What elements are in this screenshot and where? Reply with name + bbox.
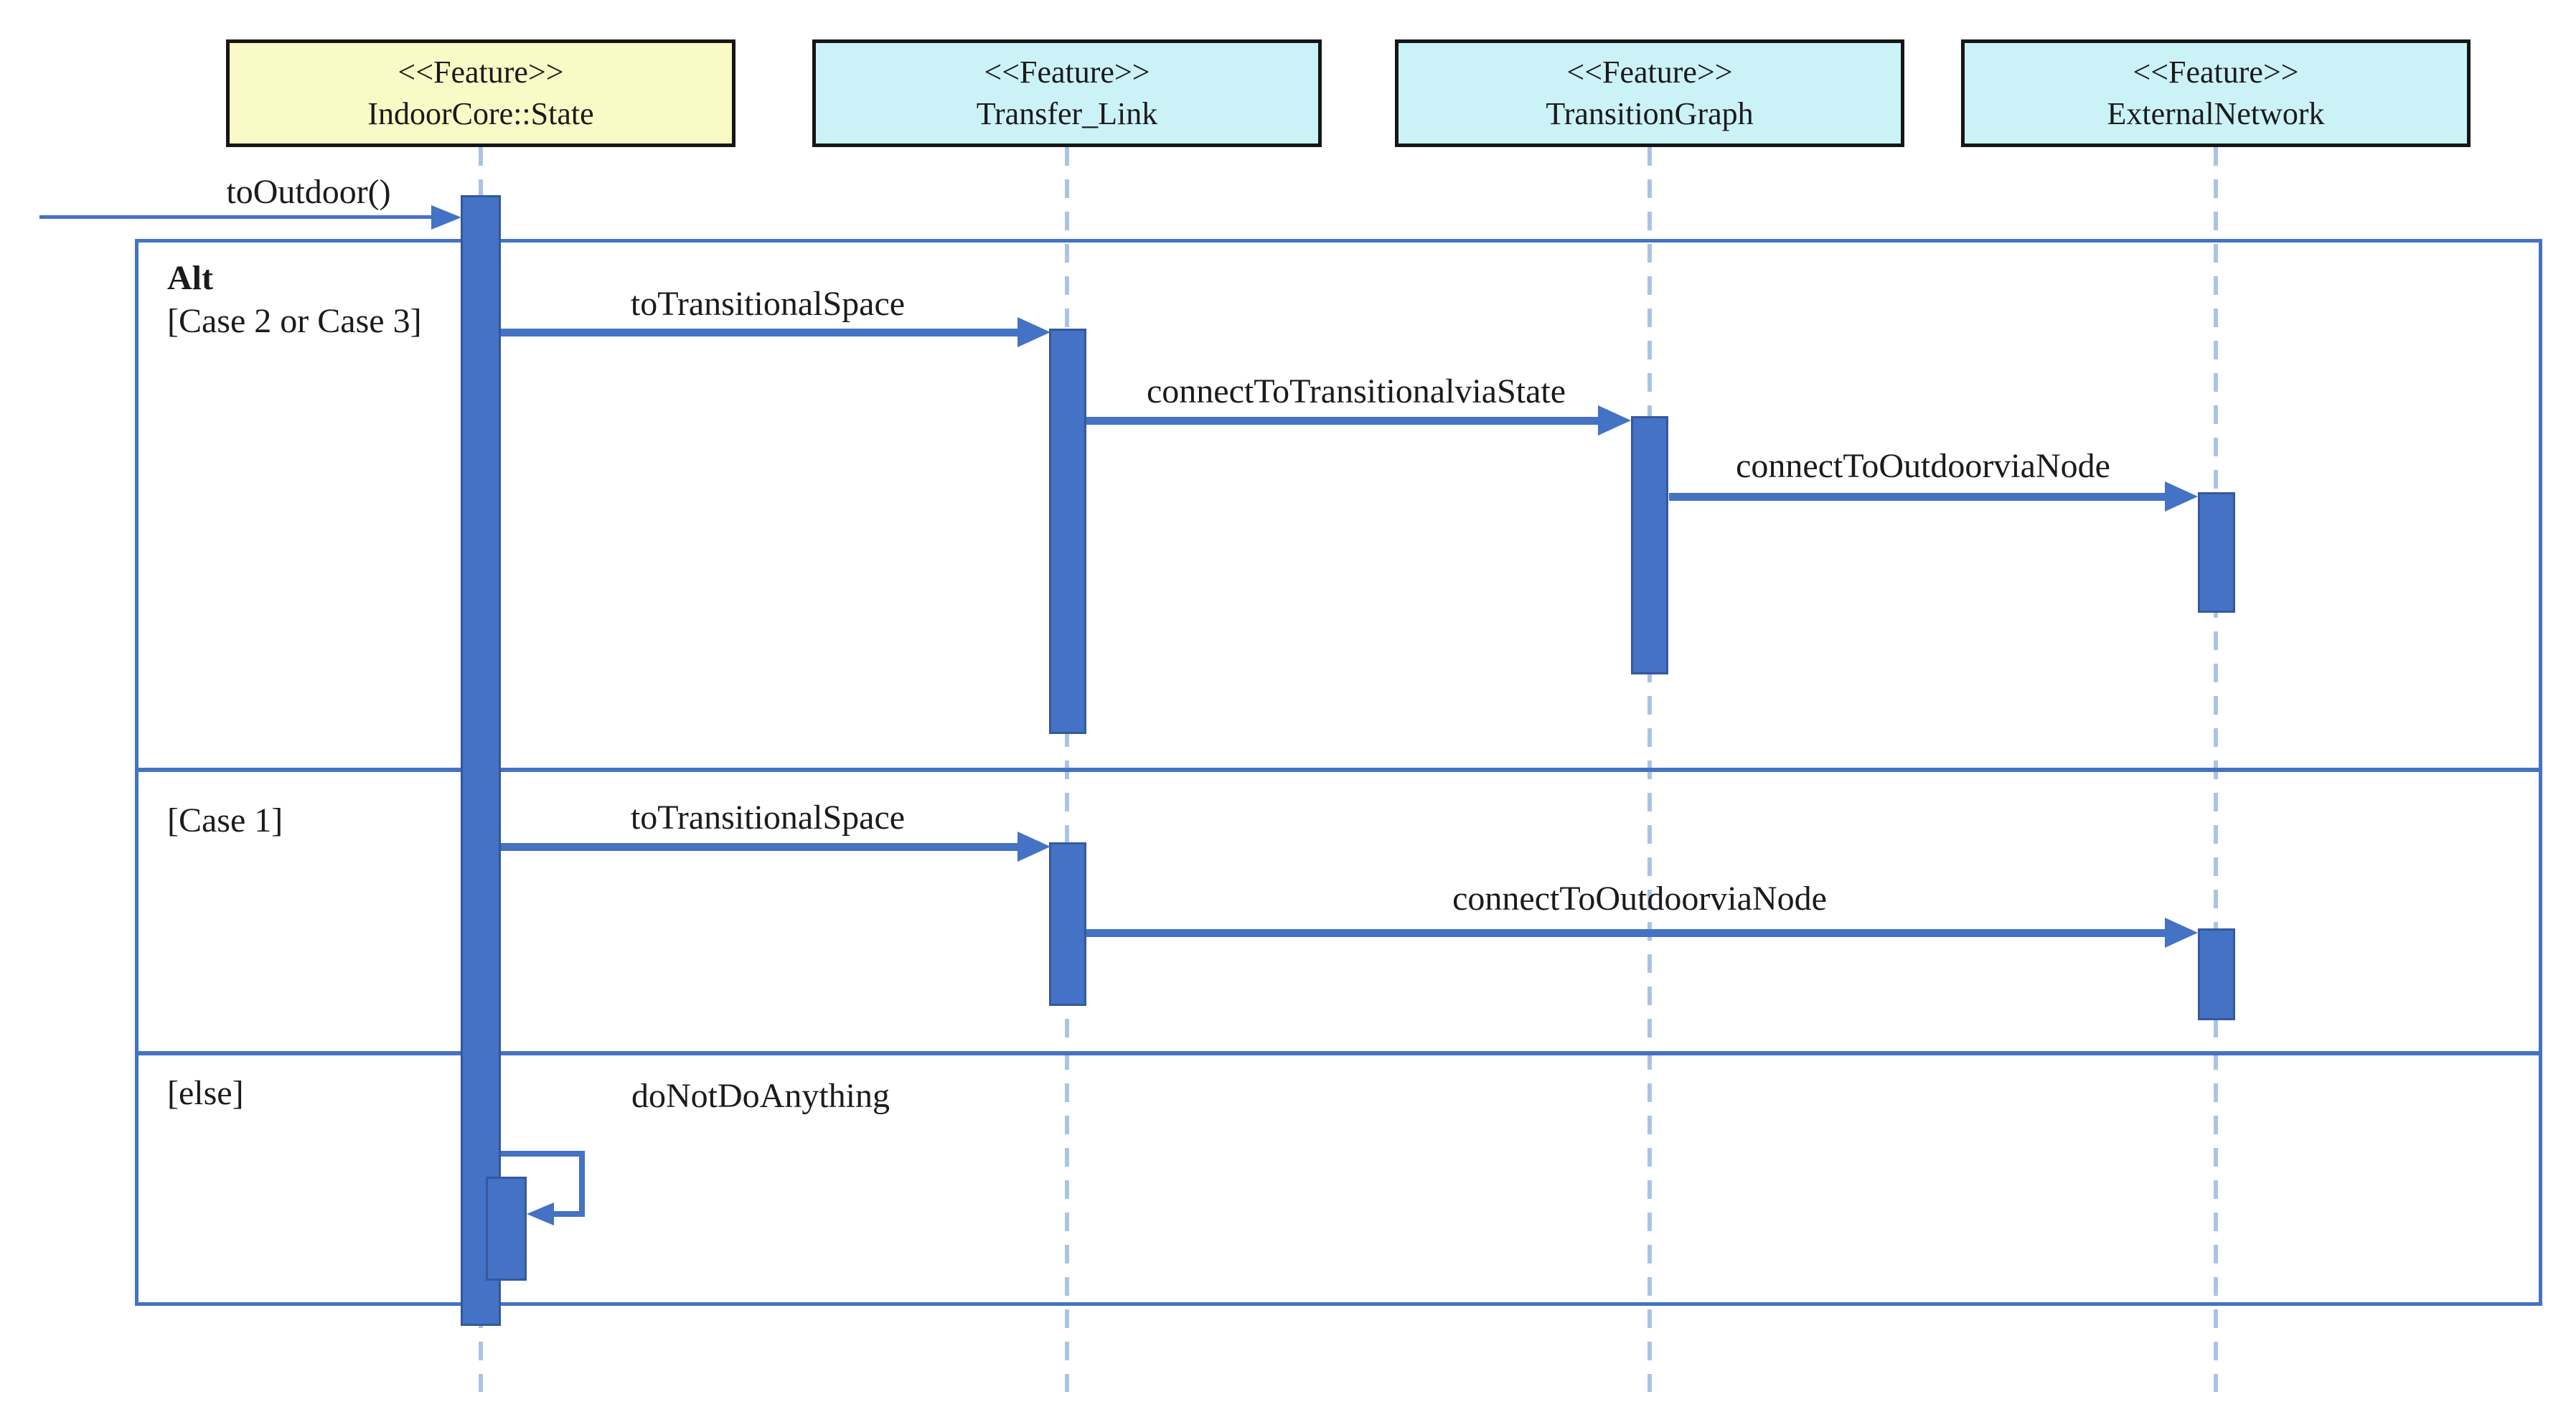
- arrowhead-icon: [1017, 832, 1050, 862]
- guard-case1: [Case 1]: [167, 801, 283, 839]
- arrowhead-icon: [2165, 918, 2198, 948]
- self-message-line-out: [501, 1151, 585, 1157]
- activation-indoorcore-state: [461, 195, 501, 1326]
- lifeline-name: IndoorCore::State: [367, 96, 594, 131]
- alt-fragment-frame: Alt [Case 2 or Case 3] [Case 1] [else]: [135, 239, 2542, 1306]
- message-label-totransitionalspace-2: toTransitionalSpace: [630, 799, 906, 837]
- message-label-connecttooutdoorvianode-1: connectToOutdoorviaNode: [1736, 447, 2110, 485]
- activation-externalnetwork-2: [2198, 928, 2235, 1020]
- self-message-line-back: [553, 1211, 585, 1217]
- message-label-totransitionalspace-1: toTransitionalSpace: [630, 285, 906, 323]
- stereotype-label: <<Feature>>: [2133, 55, 2299, 90]
- arrowhead-icon: [431, 205, 461, 230]
- arrowhead-icon: [2165, 481, 2198, 512]
- fragment-divider-1: [138, 768, 2539, 772]
- fragment-divider-2: [138, 1051, 2539, 1055]
- message-line: [1669, 493, 2166, 501]
- self-message-line-down: [579, 1151, 585, 1217]
- activation-externalnetwork-1: [2198, 492, 2235, 613]
- message-line: [1086, 417, 1599, 425]
- arrowhead-icon: [527, 1202, 554, 1225]
- stereotype-label: <<Feature>>: [398, 55, 564, 90]
- stereotype-label: <<Feature>>: [1566, 55, 1733, 90]
- arrowhead-icon: [1598, 405, 1631, 436]
- guard-case2-or-case3: [Case 2 or Case 3]: [167, 302, 422, 340]
- activation-self-call: [486, 1177, 527, 1281]
- stereotype-label: <<Feature>>: [984, 55, 1150, 90]
- fragment-operator: Alt: [167, 259, 213, 297]
- message-line: [501, 843, 1019, 851]
- guard-else: [else]: [167, 1074, 244, 1112]
- message-line-tooutdoor: [39, 215, 433, 219]
- message-label-donotdoanything: doNotDoAnything: [631, 1077, 890, 1115]
- lifeline-name: TransitionGraph: [1546, 96, 1754, 131]
- message-line: [501, 329, 1019, 336]
- arrowhead-icon: [1017, 317, 1050, 347]
- activation-transfer-link-1: [1049, 329, 1086, 734]
- message-label-tooutdoor: toOutdoor(): [226, 173, 391, 211]
- activation-transfer-link-2: [1049, 842, 1086, 1006]
- lifeline-header-transitiongraph: <<Feature>> TransitionGraph: [1395, 39, 1904, 147]
- lifeline-header-externalnetwork: <<Feature>> ExternalNetwork: [1961, 39, 2471, 147]
- message-line: [1086, 929, 2166, 937]
- lifeline-header-transfer-link: <<Feature>> Transfer_Link: [812, 39, 1322, 147]
- lifeline-header-indoorcore-state: <<Feature>> IndoorCore::State: [226, 39, 735, 147]
- message-label-connecttotransitionalviastate: connectToTransitionalviaState: [1146, 372, 1566, 410]
- activation-transitiongraph: [1631, 416, 1668, 674]
- message-label-connecttooutdoorvianode-2: connectToOutdoorviaNode: [1452, 880, 1827, 918]
- lifeline-name: Transfer_Link: [976, 96, 1158, 131]
- lifeline-name: ExternalNetwork: [2107, 96, 2325, 131]
